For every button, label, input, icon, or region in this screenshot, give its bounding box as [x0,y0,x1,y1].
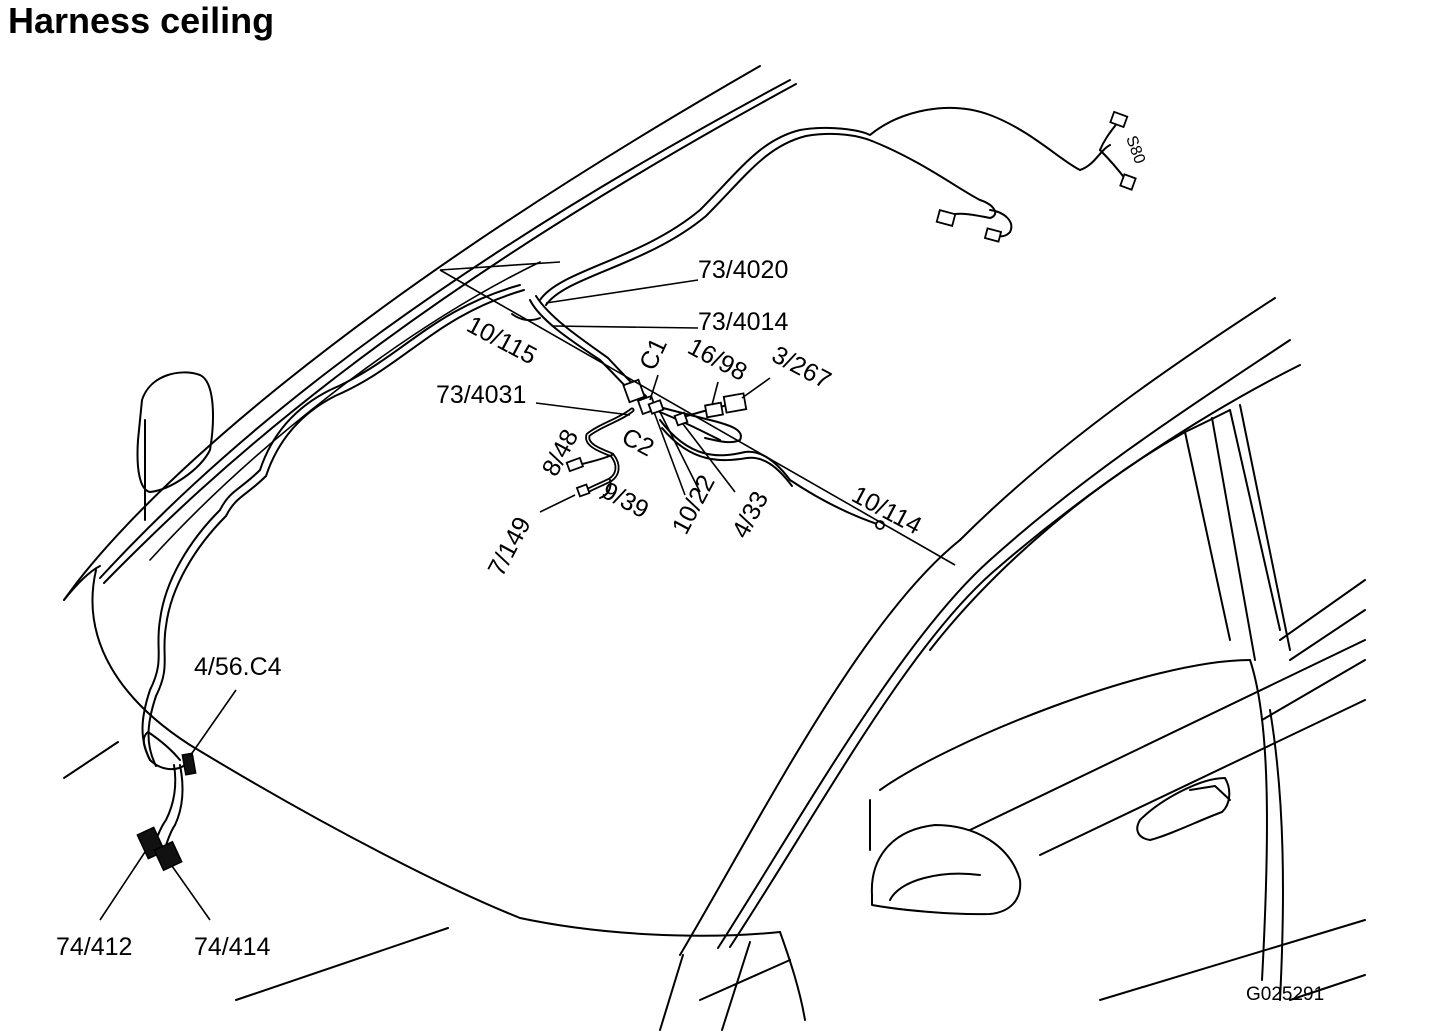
label-10-114: 10/114 [847,481,926,541]
figure-id: G025291 [1246,984,1324,1005]
label-74-414: 74/414 [194,933,271,961]
component-labels: 73/4020 73/4014 10/115 73/4031 C1 C2 16/… [56,134,1324,1005]
label-4-56-c4: 4/56.C4 [194,653,282,681]
label-9-39: 9/39 [597,477,653,525]
label-73-4014: 73/4014 [698,308,788,336]
car-body [63,65,1366,1031]
label-7-149: 7/149 [483,512,537,580]
label-73-4020: 73/4020 [698,256,788,284]
label-16-98: 16/98 [683,333,751,387]
label-c1: C1 [634,334,673,375]
label-3-267: 3/267 [767,341,835,395]
label-74-412: 74/412 [56,933,132,961]
connectors [136,110,1137,872]
leader-lines [99,261,956,921]
label-4-33: 4/33 [727,487,775,543]
label-10-22: 10/22 [667,470,721,538]
label-8-48: 8/48 [537,425,585,481]
label-73-4031: 73/4031 [436,381,526,409]
diagram-title: Harness ceiling [8,0,275,41]
label-c2: C2 [617,423,658,463]
label-s80: S80 [1122,134,1148,167]
